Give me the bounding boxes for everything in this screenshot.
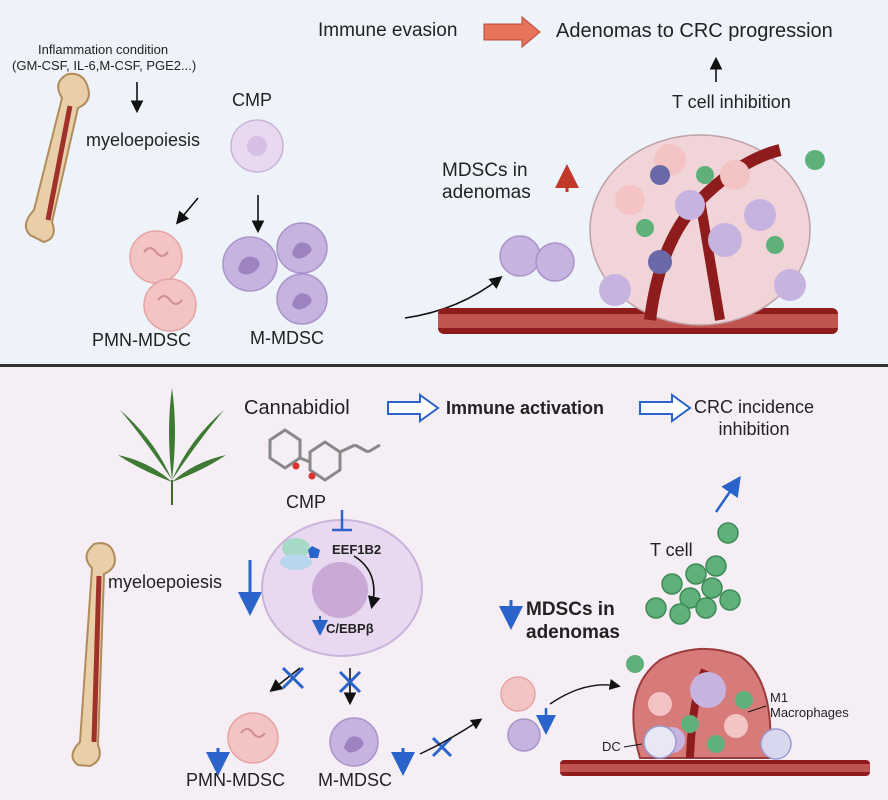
m1-pointer <box>747 705 767 713</box>
m-mdsc-bottom-label: M-MDSC <box>318 770 392 790</box>
myeloepoiesis-bottom-label: myeloepoiesis <box>108 572 223 592</box>
mdsc-cells-bottom <box>500 676 541 752</box>
bone-icon <box>71 542 116 768</box>
mdscs-line2: adenomas <box>442 182 531 203</box>
cmp-bottom-label: CMP <box>286 492 326 512</box>
pmn-mdsc-bottom-label: PMN-MDSC <box>186 770 285 790</box>
mdscs-bottom-label: MDSCs in adenomas <box>526 598 620 644</box>
tcell-increase-arrow <box>714 475 741 513</box>
m1-macrophages-label: M1 Macrophages <box>770 690 849 720</box>
t-cell-inhibition-label: T cell inhibition <box>672 92 791 112</box>
inflammation-factors: (GM-CSF, IL-6,M-CSF, PGE2...) <box>12 58 197 73</box>
dc-pointer <box>623 743 643 748</box>
inflammation-title: Inflammation condition <box>38 42 169 57</box>
dc-label: DC <box>602 739 621 754</box>
m-mdsc-cells <box>222 222 328 325</box>
crc-line1: CRC incidence <box>694 397 815 417</box>
migrating-mdsc-cells <box>499 235 575 282</box>
progression-label: Adenomas to CRC progression <box>556 20 833 42</box>
eef1b2-inhibition <box>332 510 352 532</box>
mdscs-in-adenomas-label: MDSCs in adenomas <box>442 160 531 204</box>
cmp-cell <box>230 119 284 173</box>
t-cell-label: T cell <box>650 540 693 560</box>
crc-incidence-label: CRC incidence inhibition <box>694 396 814 440</box>
cannabidiol-label: Cannabidiol <box>244 397 350 419</box>
m-mdsc-cell-bottom <box>329 717 379 767</box>
arrow-to-pmn <box>175 197 199 225</box>
arrow-blocked-recruitment <box>419 718 483 755</box>
mdscs-bottom-line2: adenomas <box>526 622 620 643</box>
arrow-to-adenoma <box>549 678 621 705</box>
blood-vessel-bottom <box>560 760 870 776</box>
panel-divider <box>0 364 888 367</box>
mdscs-bottom-line1: MDSCs in <box>526 599 615 620</box>
pmn-mdsc-cell-bottom <box>227 712 279 764</box>
block-x-icon <box>281 666 453 758</box>
t-cell-cluster <box>645 522 741 625</box>
pmn-mdsc-label: PMN-MDSC <box>92 330 191 350</box>
evasion-arrow <box>483 15 541 49</box>
immune-activation-arrow <box>387 393 440 423</box>
ribosome-icon <box>280 538 320 570</box>
cmp-label: CMP <box>232 90 272 110</box>
crc-inhibition-arrow <box>639 393 692 423</box>
cbd-molecule-icon <box>268 428 381 482</box>
adenoma-top <box>589 134 825 326</box>
mdscs-line1: MDSCs in <box>442 160 528 181</box>
myeloepoiesis-label: myeloepoiesis <box>86 130 201 150</box>
blood-vessel-top <box>438 308 838 334</box>
pmn-mdsc-cells <box>129 230 197 332</box>
cebpb-label: C/EBPβ <box>326 621 374 636</box>
arrow-recruitment <box>404 276 503 319</box>
immune-evasion-label: Immune evasion <box>318 20 458 41</box>
cannabis-leaf-icon <box>118 388 226 505</box>
adenoma-bottom <box>626 647 792 760</box>
eef1b2-label: EEF1B2 <box>332 542 382 557</box>
arrow-blocked-pmn <box>269 667 301 692</box>
crc-line2: inhibition <box>718 419 790 439</box>
m1-line1: M1 <box>770 690 789 705</box>
bone-icon <box>24 72 90 244</box>
m1-line2: Macrophages <box>770 705 849 720</box>
m-mdsc-label: M-MDSC <box>250 328 324 348</box>
immune-activation-label: Immune activation <box>446 398 605 418</box>
